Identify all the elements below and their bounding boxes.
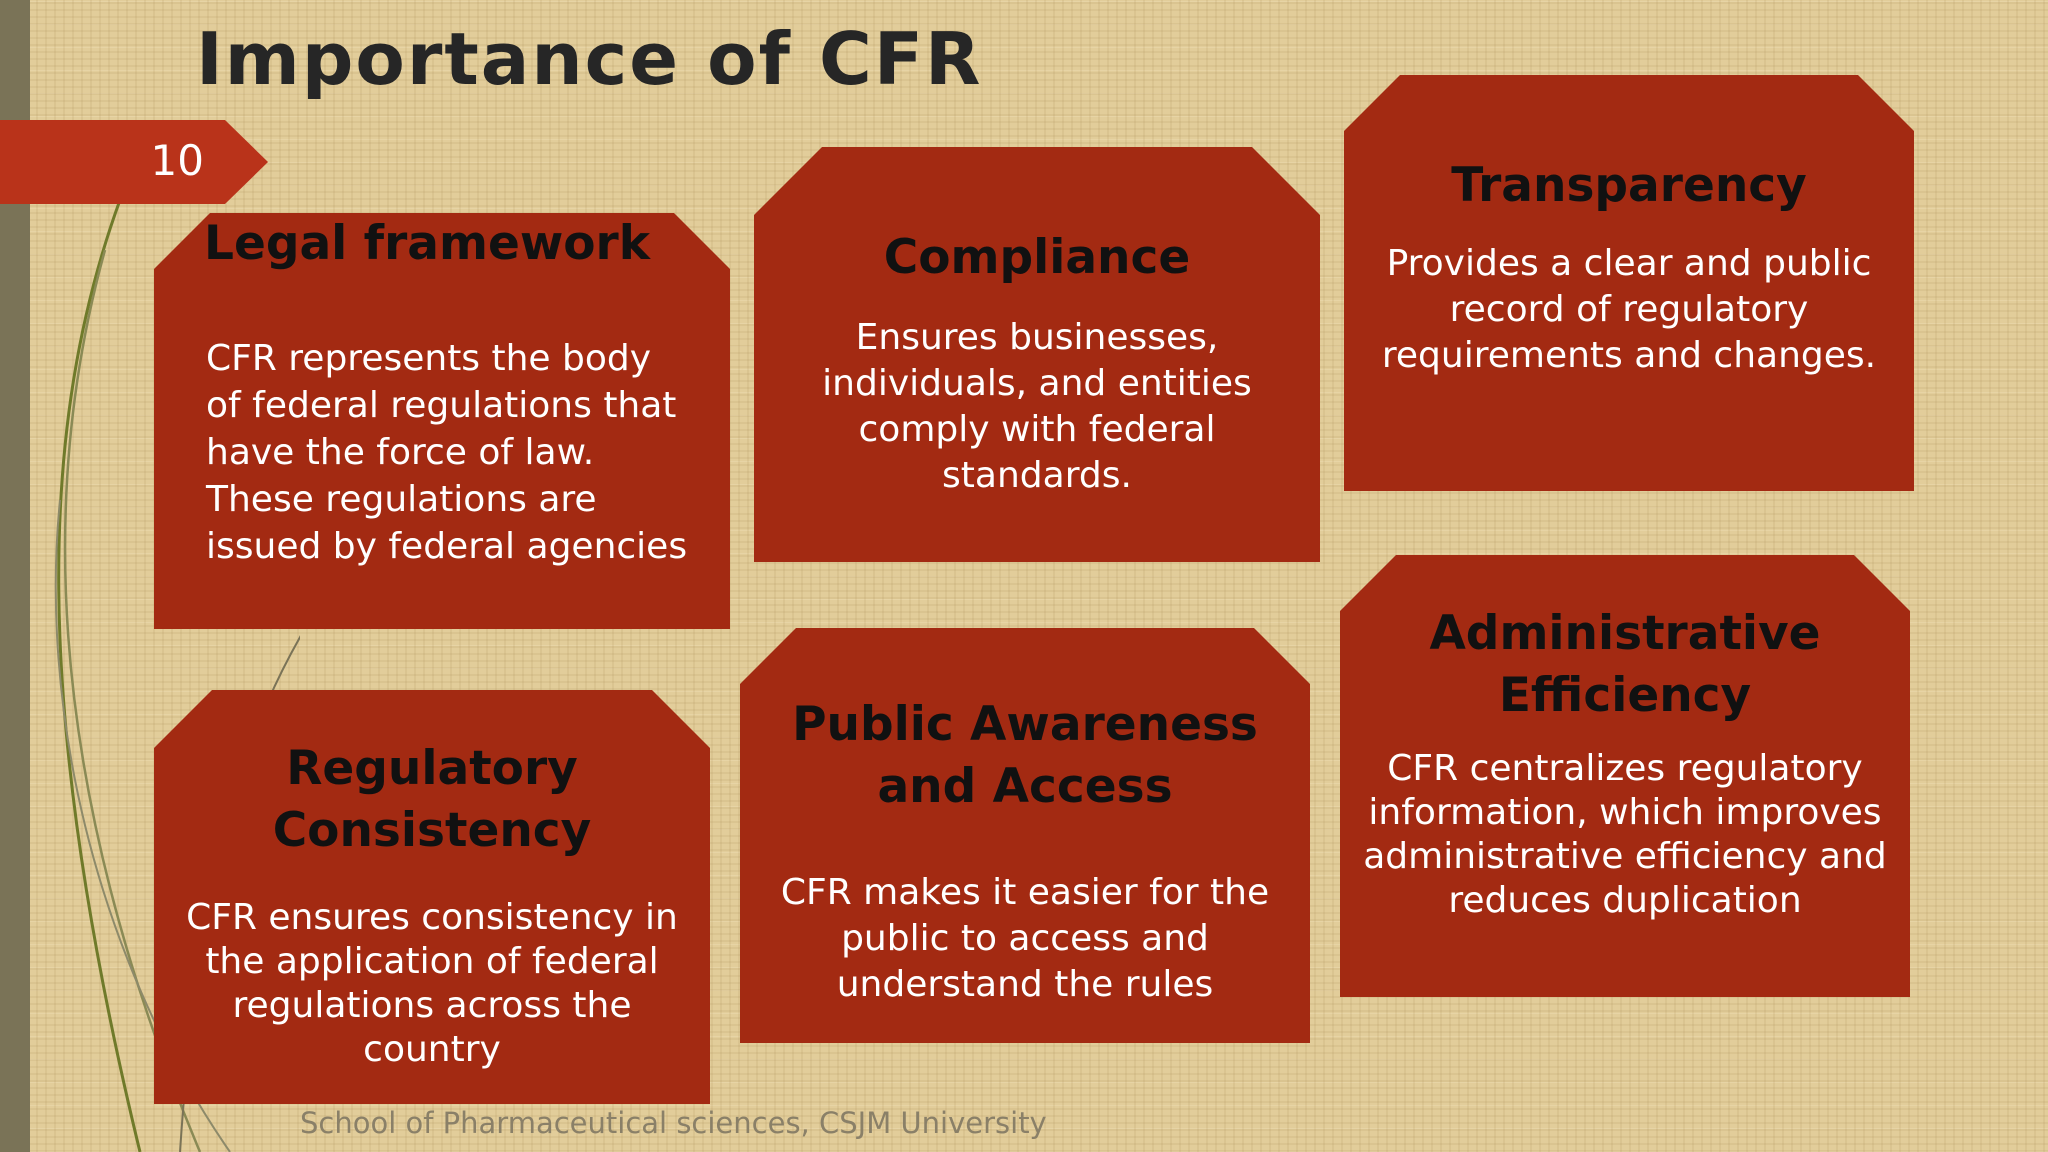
card-compliance: Compliance Ensures businesses, individua… bbox=[754, 147, 1320, 562]
card-legal-framework: Legal framework CFR represents the body … bbox=[154, 213, 730, 629]
decorative-curve bbox=[63, 249, 202, 1152]
card-administrative-efficiency: Administrative Efficiency CFR centralize… bbox=[1340, 555, 1910, 997]
card-text: CFR represents the body of federal regul… bbox=[206, 338, 688, 567]
slide-footer: School of Pharmaceutical sciences, CSJM … bbox=[300, 1106, 1047, 1140]
decorative-curve bbox=[57, 199, 142, 1152]
card-public-awareness: Public Awareness and Access CFR makes it… bbox=[740, 628, 1310, 1043]
card-text: CFR makes it easier for the public to ac… bbox=[780, 872, 1270, 1005]
card-heading: Regulatory Consistency bbox=[272, 741, 592, 858]
page-number: 10 bbox=[150, 136, 204, 185]
page-number-tag: 10 bbox=[0, 120, 268, 204]
card-regulatory-consistency: Regulatory Consistency CFR ensures consi… bbox=[154, 690, 710, 1104]
card-heading: Legal framework bbox=[204, 216, 650, 271]
card-text: CFR centralizes regulatory information, … bbox=[1363, 748, 1887, 921]
card-text: CFR ensures consistency in the applicati… bbox=[186, 897, 678, 1070]
card-heading: Transparency bbox=[1451, 158, 1807, 213]
card-heading: Compliance bbox=[883, 230, 1191, 285]
card-heading: Public Awareness and Access bbox=[792, 697, 1258, 814]
card-heading: Administrative Efficiency bbox=[1429, 606, 1821, 723]
slide-title: Importance of CFR bbox=[196, 17, 983, 101]
card-text: Provides a clear and public record of re… bbox=[1381, 243, 1877, 376]
card-text: Ensures businesses, individuals, and ent… bbox=[822, 317, 1252, 496]
card-transparency: Transparency Provides a clear and public… bbox=[1344, 75, 1914, 491]
